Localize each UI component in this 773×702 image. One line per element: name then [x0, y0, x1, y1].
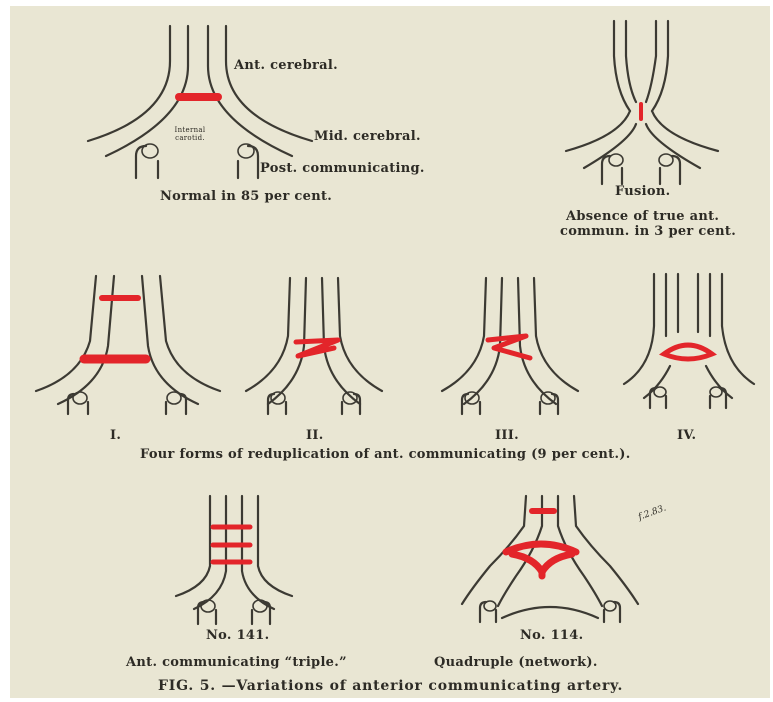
label-post-communicating: Post. communicating.: [260, 161, 425, 176]
label-roman-1: I.: [110, 428, 121, 443]
diagram-reduplication-4: [624, 274, 754, 408]
label-triple: Ant. communicating “triple.”: [126, 655, 347, 670]
label-internal-carotid: Internal carotid.: [168, 126, 212, 142]
label-normal: Normal in 85 per cent.: [160, 189, 332, 204]
label-roman-3: III.: [495, 428, 519, 443]
label-no-141: No. 141.: [206, 628, 269, 643]
figure-caption: FIG. 5. —Variations of anterior communic…: [158, 678, 623, 694]
label-mid-cerebral: Mid. cerebral.: [314, 129, 421, 144]
label-no-114: No. 114.: [520, 628, 583, 643]
diagram-reduplication-3: [442, 278, 578, 414]
diagram-no-114: [462, 496, 638, 622]
artery-diagrams: [10, 6, 770, 698]
label-quadruple: Quadruple (network).: [434, 655, 598, 670]
label-ant-cerebral: Ant. cerebral.: [234, 58, 338, 73]
label-roman-2: II.: [306, 428, 324, 443]
diagram-normal: [88, 26, 312, 178]
label-roman-4: IV.: [677, 428, 696, 443]
diagram-reduplication-1: [36, 276, 220, 414]
figure-plate: Ant. cerebral. Internal carotid. Mid. ce…: [10, 6, 770, 698]
label-reduplication: Four forms of reduplication of ant. comm…: [140, 447, 631, 462]
label-fusion: Fusion.: [615, 184, 670, 199]
diagram-no-141: [176, 496, 292, 624]
diagram-fusion: [566, 21, 718, 184]
diagram-reduplication-2: [246, 278, 382, 414]
label-absence-line1: Absence of true ant.: [566, 209, 719, 224]
label-absence-line2: commun. in 3 per cent.: [560, 224, 736, 239]
